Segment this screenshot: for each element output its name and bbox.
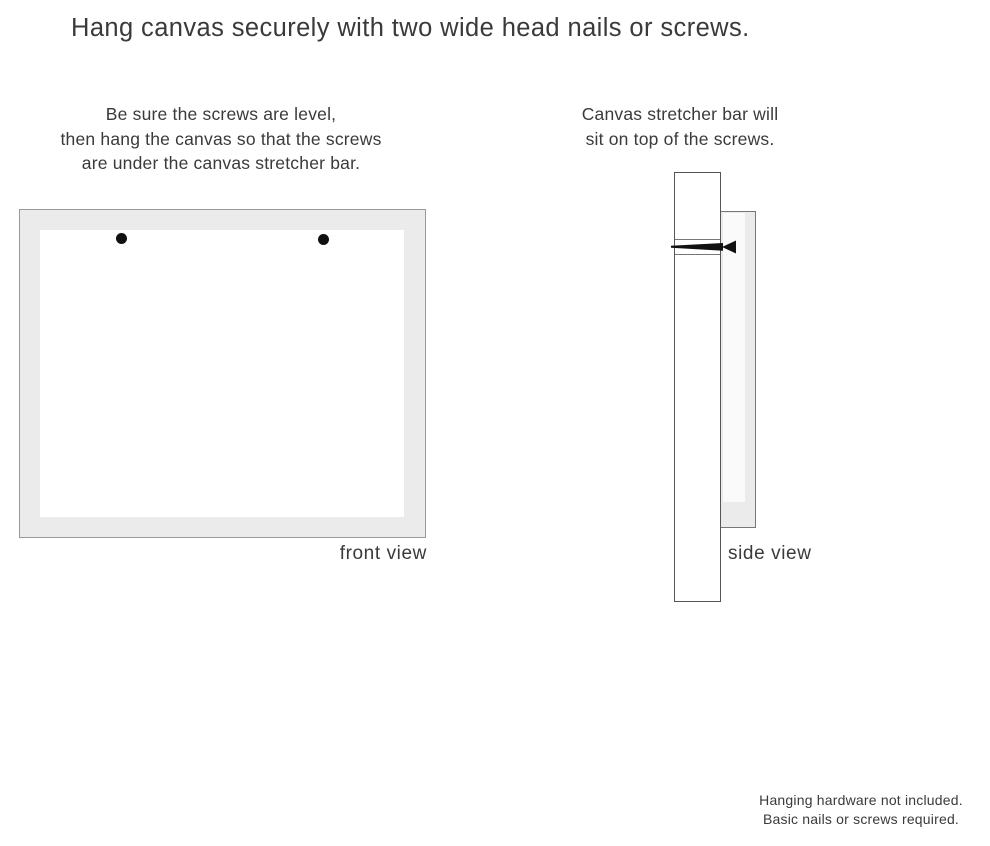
side-view-instructions: Canvas stretcher bar will sit on top of … <box>554 102 806 151</box>
nail-head <box>722 240 736 254</box>
nail-slot-line-top <box>675 239 720 240</box>
footnote-line: Hanging hardware not included. <box>759 792 963 808</box>
instruction-line: Be sure the screws are level, <box>105 104 337 124</box>
front-view-instructions: Be sure the screws are level, then hang … <box>20 102 422 176</box>
page-title: Hang canvas securely with two wide head … <box>71 14 750 42</box>
instruction-line: are under the canvas stretcher bar. <box>81 153 361 173</box>
instruction-line: sit on top of the screws. <box>585 128 775 149</box>
screw-head-right-icon <box>318 234 329 245</box>
side-view-canvas-edge-highlight <box>723 213 745 502</box>
instruction-line: then hang the canvas so that the screws <box>60 128 382 149</box>
nail-icon <box>671 240 736 254</box>
side-view-label: side view <box>728 543 812 564</box>
front-view-canvas-frame <box>19 209 426 538</box>
hardware-footnote: Hanging hardware not included. Basic nai… <box>738 791 984 829</box>
nail-shaft <box>671 243 723 251</box>
nail-slot-line-bottom <box>675 254 720 255</box>
screw-head-left-icon <box>116 233 127 244</box>
instruction-line: Canvas stretcher bar will <box>581 104 779 124</box>
side-view-canvas-edge <box>720 211 756 528</box>
front-view-canvas-inner <box>40 230 404 517</box>
footnote-line: Basic nails or screws required. <box>762 811 960 827</box>
front-view-label: front view <box>339 543 427 564</box>
